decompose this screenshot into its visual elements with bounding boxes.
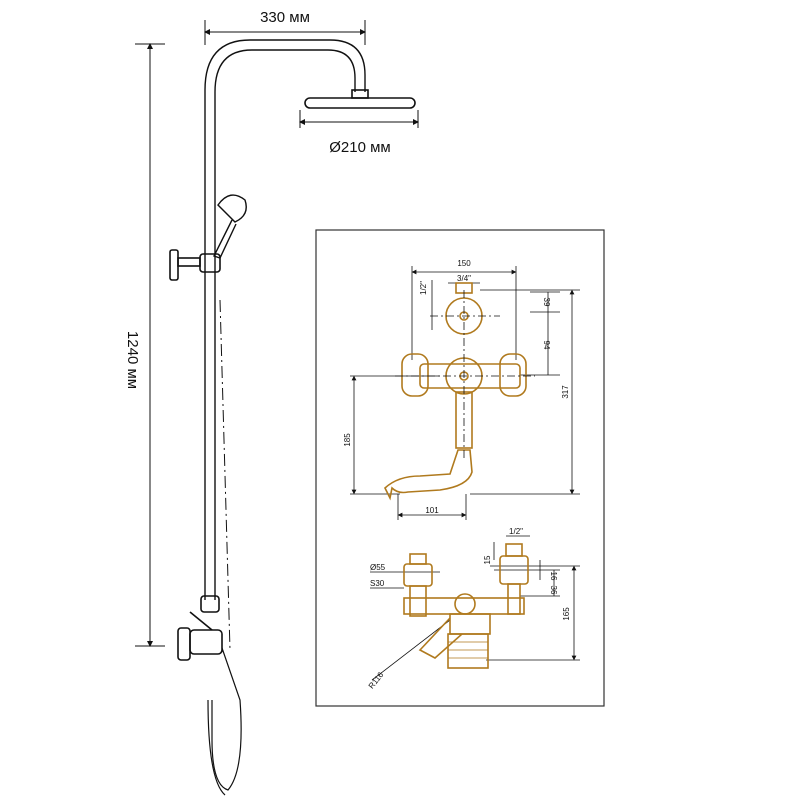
hose — [212, 648, 241, 790]
diverter-body — [190, 630, 222, 654]
dim-r116: R116 — [367, 670, 386, 691]
dim-s30: S30 — [370, 579, 385, 588]
width-label: 330 мм — [260, 9, 310, 26]
dim-thread-1-2-front: 1/2" — [419, 281, 428, 295]
dim-317: 317 — [561, 385, 570, 399]
dim-15: 15 — [483, 555, 492, 564]
dim-39: 39 — [542, 298, 551, 307]
dim-thread-1-2-top: 1/2" — [509, 527, 523, 536]
shower-head — [305, 98, 415, 108]
dim-165: 165 — [562, 607, 571, 621]
dim-185: 185 — [343, 433, 352, 447]
mixer-front-view: 150 3/4" 1/2" 39 94 317 185 101 — [343, 259, 580, 520]
dim-150: 150 — [457, 259, 471, 268]
dim-36: 36 — [549, 586, 558, 595]
dim-d55: Ø55 — [370, 563, 386, 572]
head-diameter-label: Ø210 мм — [329, 139, 391, 156]
height-label: 1240 мм — [124, 331, 141, 389]
mixer-top-view: 1/2" 15 16 Ø55 S30 36 165 R116 — [367, 527, 580, 691]
dim-101: 101 — [425, 506, 439, 515]
riser-pipe — [205, 40, 365, 600]
dim-thread-3-4: 3/4" — [457, 274, 471, 283]
dim-94: 94 — [542, 341, 551, 350]
dim-16: 16 — [549, 572, 558, 581]
hand-shower — [218, 195, 246, 222]
